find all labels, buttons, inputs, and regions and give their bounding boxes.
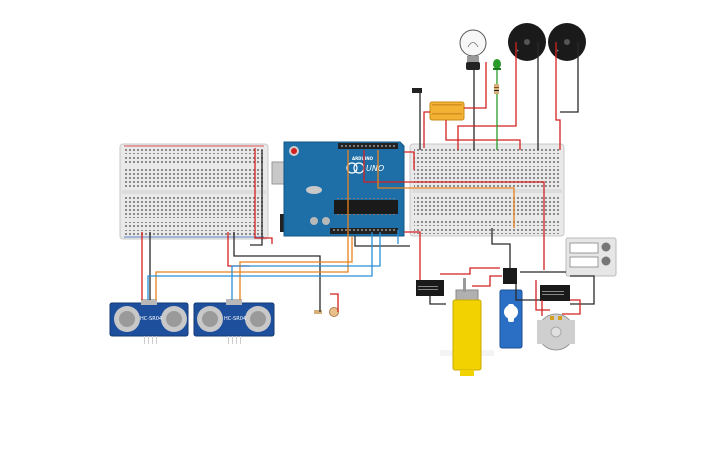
svg-text:+: + xyxy=(516,48,519,53)
led-icon xyxy=(493,59,501,94)
left-breadboard xyxy=(119,143,269,240)
relay-module-left xyxy=(416,280,444,296)
arduino-brand-label: ARDUINO xyxy=(352,156,374,161)
buzzer-icon: + + xyxy=(508,23,586,61)
relay-module-top xyxy=(429,101,465,121)
power-supply xyxy=(565,237,617,277)
right-breadboard xyxy=(409,143,565,237)
ultrasonic-sensor-1: HC-SR04 xyxy=(109,299,189,344)
svg-text:+: + xyxy=(556,48,559,53)
wires xyxy=(141,42,595,316)
light-bulb-icon xyxy=(459,29,487,70)
small-switch xyxy=(412,88,422,93)
ultrasonic-sensor-1-label: HC-SR04 xyxy=(140,316,162,322)
dc-motor-icon xyxy=(440,278,494,376)
relay-module-right xyxy=(540,285,570,301)
small-dc-motor xyxy=(537,313,575,351)
servo-icon xyxy=(499,268,523,349)
photoresistor xyxy=(314,307,339,317)
ultrasonic-sensor-2-label: HC-SR04 xyxy=(224,316,246,322)
arduino-uno-board: ARDUINO UNO xyxy=(271,141,405,237)
arduino-model-label: UNO xyxy=(366,164,384,173)
ultrasonic-sensor-2: HC-SR04 xyxy=(193,299,275,344)
